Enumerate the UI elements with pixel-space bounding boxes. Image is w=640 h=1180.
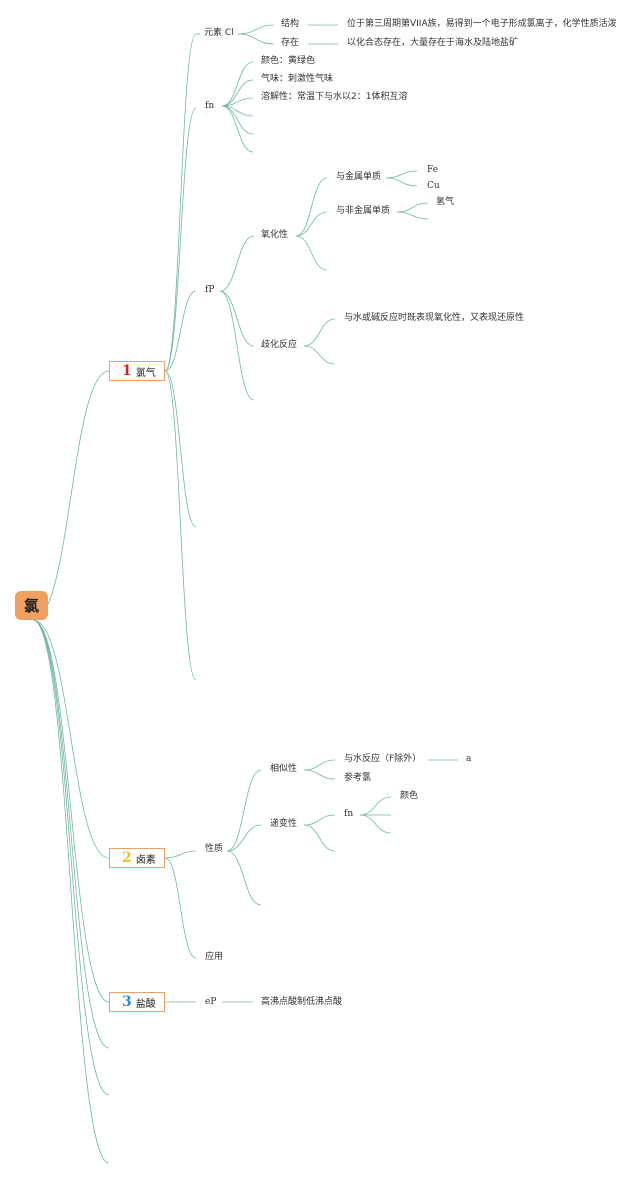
topic-label: 卤素 <box>135 854 156 866</box>
topic-number: 3 <box>122 994 132 1010</box>
node-water-reaction[interactable]: 与水反应（F除外） <box>344 754 422 764</box>
connector-curve <box>303 769 336 780</box>
node-color[interactable]: 颜色：黄绿色 <box>261 56 316 66</box>
node-hydrogen[interactable]: 氢气 <box>436 197 455 207</box>
node-element[interactable]: 元素 Cl <box>204 28 234 38</box>
topic-number: 1 <box>122 363 132 379</box>
connector-curve <box>219 290 255 347</box>
connector-curve <box>32 619 110 1096</box>
connector-curve <box>164 107 197 372</box>
node-existence[interactable]: 存在 <box>281 38 300 48</box>
connector-curve <box>164 370 197 681</box>
connector-curve <box>396 211 429 220</box>
connector-curve <box>221 61 254 107</box>
topic-label: 氯气 <box>135 367 156 379</box>
connector-curve <box>219 290 255 401</box>
connector-curve <box>303 824 336 852</box>
node-structure-desc[interactable]: 位于第三周期第VIIA族，易得到一个电子形成氯离子，化学性质活泼 <box>347 19 617 29</box>
connector-curve <box>164 857 197 959</box>
root-node[interactable]: 氯 <box>15 591 48 620</box>
connector-curve <box>295 235 328 271</box>
node-oxidizing[interactable]: 氧化性 <box>261 230 289 240</box>
connector-curve <box>295 177 328 237</box>
connector-curve <box>32 619 110 859</box>
node-physical-props[interactable]: fn <box>205 101 215 111</box>
node-chemical-props[interactable]: fP <box>205 285 215 295</box>
node-acid-prep[interactable]: 高沸点酸制低沸点酸 <box>261 997 343 1007</box>
connector-curve <box>221 105 254 153</box>
node-existence-desc[interactable]: 以化合态存在，大量存在于海水及陆地盐矿 <box>347 38 519 48</box>
node-disproportionation[interactable]: 歧化反应 <box>261 340 298 350</box>
node-application[interactable]: 应用 <box>205 952 224 962</box>
node-color-2[interactable]: 颜色 <box>400 791 419 801</box>
connector-curve <box>164 290 197 372</box>
connector-curve <box>237 24 275 35</box>
node-fe[interactable]: Fe <box>427 165 439 175</box>
node-physical-props-2[interactable]: fn <box>344 809 354 819</box>
node-cu[interactable]: Cu <box>427 181 440 191</box>
node-a[interactable]: a <box>466 754 472 764</box>
connector-curve <box>226 824 262 852</box>
connector-curve <box>385 177 418 187</box>
connector-curve <box>303 814 336 826</box>
connector-curve <box>295 211 328 237</box>
connector-curve <box>32 619 110 1049</box>
node-ep[interactable]: eP <box>205 997 217 1007</box>
node-properties[interactable]: 性质 <box>205 844 224 854</box>
connector-curve <box>359 814 392 834</box>
connector-curve <box>32 619 110 1003</box>
connector-curve <box>164 850 197 859</box>
node-refer-chlorine[interactable]: 参考氯 <box>344 773 372 783</box>
root-label: 氯 <box>23 597 39 615</box>
node-with-metals[interactable]: 与金属单质 <box>336 172 382 182</box>
topic-label: 盐酸 <box>135 998 156 1010</box>
connector-curve <box>221 97 254 107</box>
connector-curve <box>303 345 336 365</box>
connector-curve <box>359 796 392 816</box>
node-gradation[interactable]: 递变性 <box>270 819 298 829</box>
connector-curve <box>164 370 197 528</box>
node-similarity[interactable]: 相似性 <box>270 764 298 774</box>
topic-halogen[interactable]: 2 卤素 <box>109 848 165 868</box>
connector-curve <box>237 33 275 45</box>
node-structure[interactable]: 结构 <box>281 19 300 29</box>
node-disproportionation-desc[interactable]: 与水或碱反应时既表现氧化性，又表现还原性 <box>344 313 525 323</box>
connector-curve <box>32 619 110 1164</box>
topic-chlorine-gas[interactable]: 1 氯气 <box>109 361 165 381</box>
topic-hydrochloric-acid[interactable]: 3 盐酸 <box>109 992 165 1012</box>
connector-curve <box>219 235 255 292</box>
node-solubility[interactable]: 溶解性：常温下与水以2：1体积互溶 <box>261 92 408 102</box>
connector-curve <box>385 170 418 179</box>
connector-curve <box>32 370 110 621</box>
connector-curve <box>303 759 336 771</box>
node-with-nonmetals[interactable]: 与非金属单质 <box>336 206 391 216</box>
connector-curve <box>226 850 262 906</box>
connector-curve <box>221 79 254 107</box>
topic-number: 2 <box>122 850 132 866</box>
connector-curve <box>226 769 262 852</box>
connector-curve <box>396 202 429 213</box>
connector-curve <box>164 33 197 372</box>
connector-curve <box>303 318 336 347</box>
node-odor[interactable]: 气味：刺激性气味 <box>261 74 334 84</box>
